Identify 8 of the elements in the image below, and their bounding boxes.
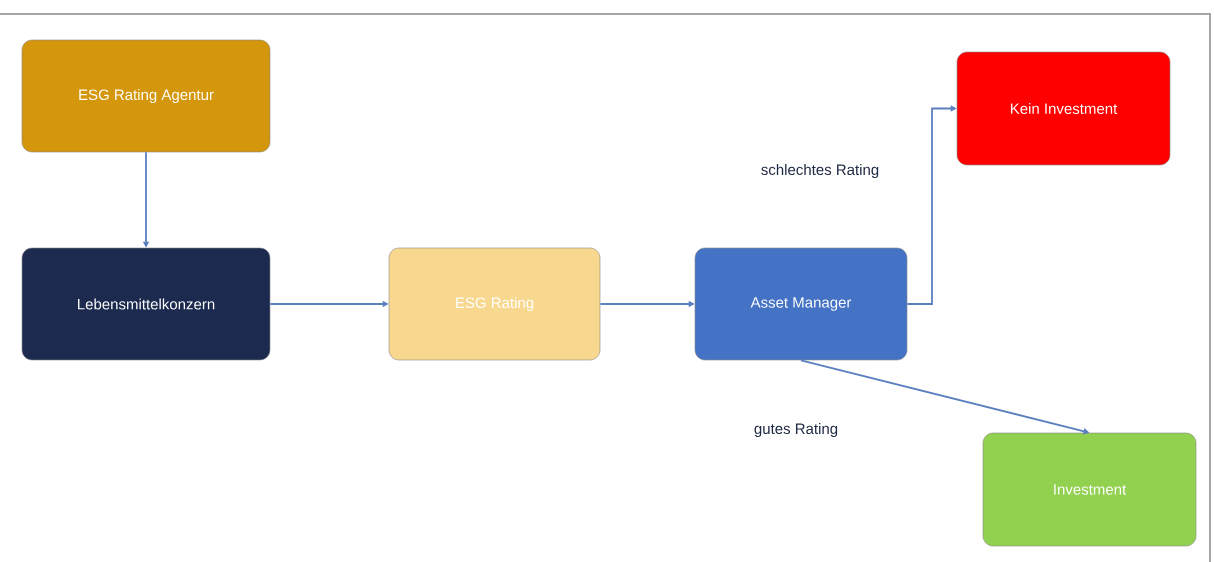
process-box: Kein Investment xyxy=(956,51,1171,166)
edge-label: gutes Rating xyxy=(751,421,841,439)
process-box: Asset Manager xyxy=(694,247,908,361)
process-box: Investment xyxy=(982,432,1197,547)
process-box: ESG Rating Agentur xyxy=(21,39,271,153)
process-box: ESG Rating xyxy=(388,247,601,361)
edge-label: schlechtes Rating xyxy=(758,162,882,180)
process-box: Lebensmittelkonzern xyxy=(21,247,271,361)
